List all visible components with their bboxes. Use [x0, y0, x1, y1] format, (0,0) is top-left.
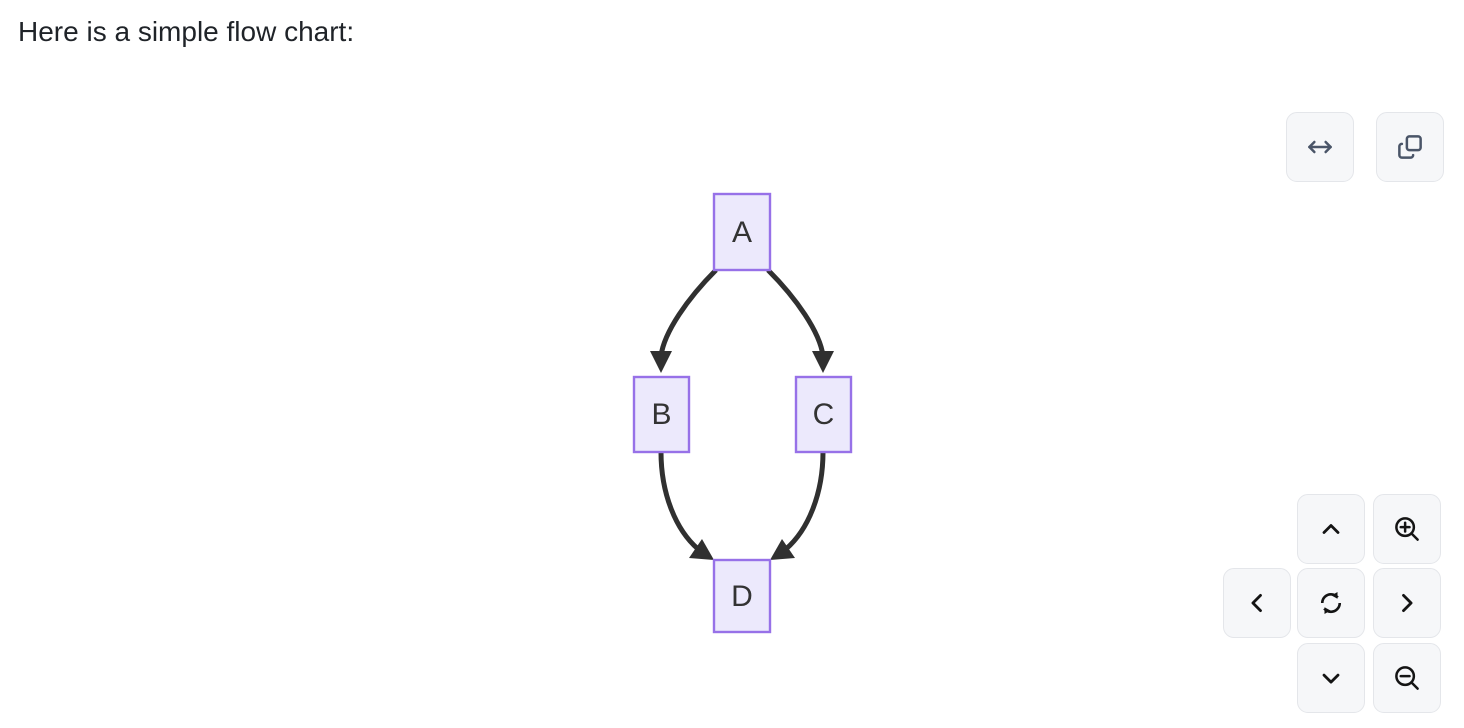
- edge-a-to-c: [766, 268, 834, 373]
- reset-view-button[interactable]: [1297, 568, 1365, 638]
- pan-up-button[interactable]: [1297, 494, 1365, 564]
- flow-node-d-label: D: [731, 580, 753, 613]
- flow-node-b-label: B: [651, 398, 671, 431]
- pan-right-button[interactable]: [1373, 568, 1441, 638]
- flow-node-b-box: [632, 375, 691, 454]
- flow-node-d-box: [712, 558, 772, 634]
- edge-b-to-d: [658, 451, 714, 560]
- flowchart-canvas[interactable]: A B C D: [0, 70, 1464, 728]
- pan-left-button[interactable]: [1223, 568, 1291, 638]
- edge-c-to-d: [770, 451, 826, 560]
- flow-node-a-box: [712, 192, 772, 272]
- edge-a-to-c-arrowhead: [812, 351, 834, 373]
- zoom-in-button[interactable]: [1373, 494, 1441, 564]
- page-caption: Here is a simple flow chart:: [18, 16, 355, 47]
- flow-node-a[interactable]: A: [712, 192, 772, 272]
- chevron-down-icon: [1317, 664, 1345, 692]
- flow-node-c-box: [794, 375, 853, 454]
- fit-width-button[interactable]: [1286, 112, 1354, 182]
- edge-b-to-d-arrowhead: [689, 539, 714, 560]
- flow-node-b[interactable]: B: [632, 375, 691, 454]
- duplicate-button[interactable]: [1376, 112, 1444, 182]
- flow-node-d[interactable]: D: [712, 558, 772, 634]
- chevron-left-icon: [1243, 589, 1271, 617]
- refresh-icon: [1316, 588, 1346, 618]
- chevron-right-icon: [1393, 589, 1421, 617]
- edge-a-to-b: [650, 268, 718, 373]
- edge-c-to-d-arrowhead: [770, 539, 795, 560]
- edge-a-to-b-path: [658, 268, 718, 357]
- arrows-horizontal-icon: [1305, 132, 1335, 162]
- edge-a-to-b-arrowhead: [650, 351, 672, 373]
- zoom-out-button[interactable]: [1373, 643, 1441, 713]
- edge-c-to-d-path: [784, 451, 826, 551]
- flow-node-c-label: C: [813, 398, 835, 431]
- edge-a-to-c-path: [766, 268, 826, 357]
- flowchart-svg: A B C D: [632, 192, 853, 634]
- flow-node-c[interactable]: C: [794, 375, 853, 454]
- chevron-up-icon: [1317, 515, 1345, 543]
- magnifier-minus-icon: [1392, 663, 1422, 693]
- edge-b-to-d-path: [658, 451, 700, 551]
- copy-icon: [1395, 132, 1425, 162]
- flow-node-a-label: A: [732, 216, 752, 249]
- pan-down-button[interactable]: [1297, 643, 1365, 713]
- magnifier-plus-icon: [1392, 514, 1422, 544]
